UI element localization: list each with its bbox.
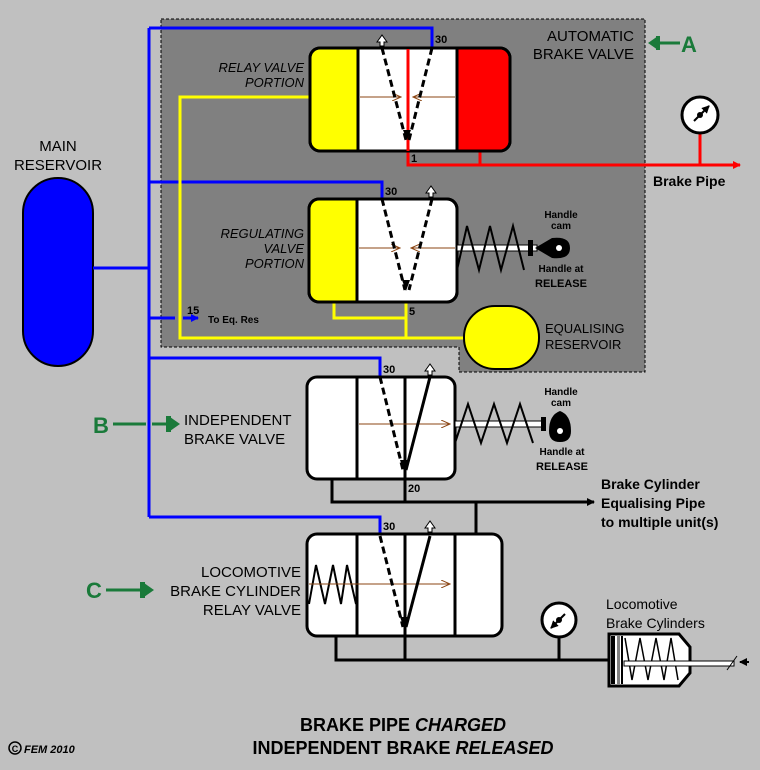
title-line-1: BRAKE PIPE CHARGED <box>300 715 506 735</box>
brake-cylinders-label-1: Locomotive <box>606 596 678 612</box>
copyright-text: FEM 2010 <box>24 744 76 756</box>
equalising-reservoir-label-2: RESERVOIR <box>545 337 621 352</box>
brake-pipe-gauge-icon <box>680 95 720 135</box>
equalising-pipe-label-3: to multiple unit(s) <box>601 514 718 530</box>
regulating-portion-label-3: PORTION <box>245 256 305 271</box>
brake-cylinder-gauge-icon <box>540 601 578 639</box>
independent-handle-cam-label-2: cam <box>551 398 571 409</box>
relay-valve-portion <box>308 46 512 153</box>
independent-handle-spring-icon <box>454 400 546 447</box>
independent-exhaust-arrow-icon <box>424 363 436 376</box>
eq-res-feed-label: To Eq. Res <box>208 315 259 326</box>
regulating-exhaust-arrow-icon <box>425 185 437 198</box>
brake-cylinders-label-2: Brake Cylinders <box>606 615 705 631</box>
marker-b-arrow-icon <box>113 416 180 432</box>
copyright-icon: C <box>8 741 22 755</box>
regulating-valve-portion <box>307 197 459 304</box>
title-line-1-state: CHARGED <box>415 715 506 735</box>
automatic-brake-valve-label-2: BRAKE VALVE <box>533 46 634 63</box>
equalising-pipe-label-1: Brake Cylinder <box>601 476 700 492</box>
independent-handle-pos-label-2: RELEASE <box>536 461 588 473</box>
title-line-2-plain: INDEPENDENT BRAKE <box>252 738 455 758</box>
main-reservoir-tank <box>22 177 94 367</box>
marker-a-label: A <box>681 32 697 57</box>
relay-valve-port-30: 30 <box>383 521 395 533</box>
title-line-2: INDEPENDENT BRAKE RELEASED <box>252 738 553 758</box>
relay-portion-label-2: PORTION <box>245 75 305 90</box>
equalising-reservoir-tank <box>463 305 540 370</box>
automatic-brake-valve-label-1: AUTOMATIC <box>547 28 634 45</box>
main-reservoir-label-1: MAIN <box>39 138 77 155</box>
equalising-pipe-label-2: Equalising Pipe <box>601 495 705 511</box>
automatic-handle-cam-label-2: cam <box>551 221 571 232</box>
regulating-port-5: 5 <box>409 306 415 318</box>
brake-cylinder-pipe <box>334 636 610 662</box>
brake-cylinder-relay-valve <box>305 532 504 638</box>
independent-brake-valve-label-2: BRAKE VALVE <box>184 431 285 448</box>
title-line-2-state: RELEASED <box>456 738 554 758</box>
automatic-handle-cam-icon <box>535 237 570 259</box>
independent-port-20: 20 <box>408 483 420 495</box>
copyright-symbol: C <box>12 744 19 754</box>
independent-handle-cam-icon <box>549 411 571 442</box>
independent-brake-valve-label-1: INDEPENDENT <box>184 412 292 429</box>
relay-exhaust-arrow-icon <box>376 34 388 48</box>
marker-b-label: B <box>93 413 109 438</box>
main-reservoir-label-2: RESERVOIR <box>14 157 102 174</box>
equalising-reservoir-label-1: EQUALISING <box>545 321 624 336</box>
automatic-handle-pos-label-2: RELEASE <box>535 278 587 290</box>
marker-a-arrow-icon <box>648 36 680 50</box>
regulating-portion-label-2: VALVE <box>264 241 305 256</box>
regulating-port-30: 30 <box>385 186 397 198</box>
title-line-1-plain: BRAKE PIPE <box>300 715 415 735</box>
relay-valve-label-1: LOCOMOTIVE <box>201 564 301 581</box>
independent-handle-cam-label-1: Handle <box>544 387 578 398</box>
automatic-handle-cam-label-1: Handle <box>544 210 578 221</box>
relay-valve-label-3: RELAY VALVE <box>203 602 301 619</box>
eq-res-port-15: 15 <box>187 305 199 317</box>
locomotive-brake-cylinder-icon <box>607 632 749 688</box>
independent-port-30: 30 <box>383 364 395 376</box>
independent-brake-valve <box>305 375 457 481</box>
brake-pipe-label: Brake Pipe <box>653 173 726 189</box>
relay-portion-label-1: RELAY VALVE <box>218 60 304 75</box>
brake-cylinder-equalising-pipe <box>330 479 595 533</box>
relay-port-30: 30 <box>435 34 447 46</box>
independent-handle-pos-label-1: Handle at <box>539 447 585 458</box>
marker-c-arrow-icon <box>106 582 154 598</box>
relay-port-1: 1 <box>411 153 417 165</box>
automatic-brake-valve-panel <box>160 18 646 373</box>
regulating-portion-label-1: REGULATING <box>220 226 304 241</box>
relay-valve-exhaust-arrow-icon <box>424 520 436 533</box>
marker-c-label: C <box>86 578 102 603</box>
main-reservoir-pipes <box>93 26 434 535</box>
automatic-handle-pos-label-1: Handle at <box>538 264 584 275</box>
relay-valve-label-2: BRAKE CYLINDER <box>170 583 301 600</box>
